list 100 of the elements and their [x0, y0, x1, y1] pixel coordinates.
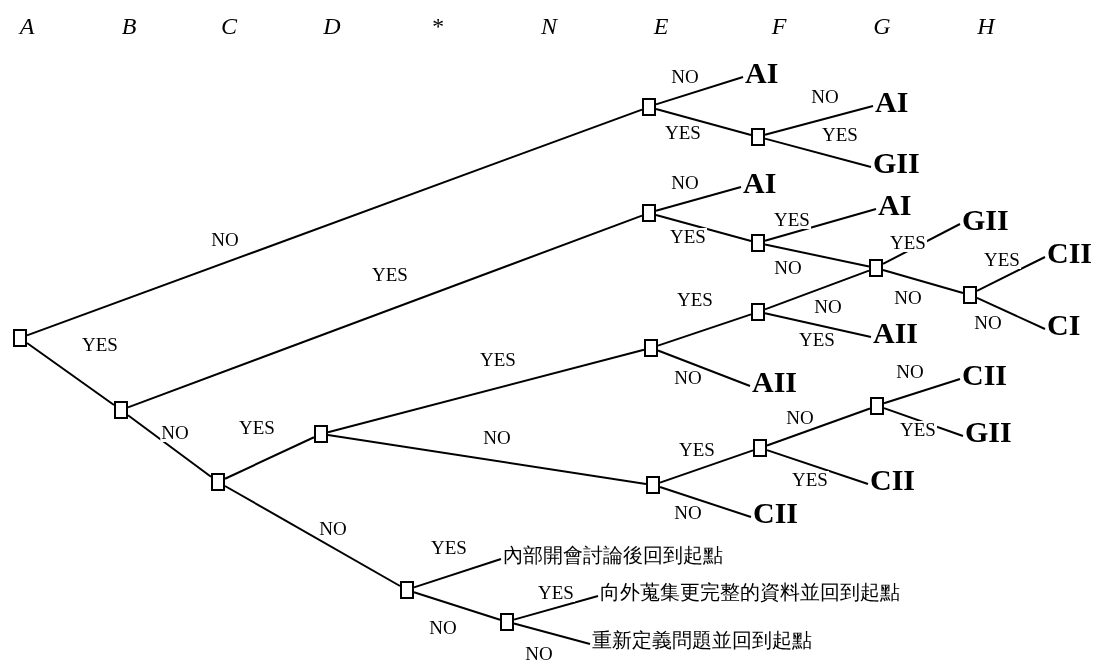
branch-line — [26, 108, 643, 337]
edge-label: YES — [821, 126, 859, 144]
column-letter: N — [541, 14, 557, 38]
edge-label: YES — [430, 539, 468, 557]
edge-label: YES — [479, 351, 517, 369]
outcome-label: CII — [870, 467, 915, 493]
branch-line — [766, 407, 871, 447]
branch-line — [766, 449, 869, 485]
column-letter: H — [977, 14, 995, 38]
edge-label: YES — [899, 421, 937, 439]
outcome-label: AII — [752, 369, 797, 395]
outcome-label: AI — [745, 60, 779, 86]
edge-label: NO — [318, 520, 348, 538]
decision-box — [314, 425, 328, 443]
column-letter: C — [221, 14, 237, 38]
action-text: 重新定義問題並回到起點 — [592, 629, 812, 651]
branch-line — [659, 486, 752, 518]
decision-box — [642, 98, 656, 116]
decision-box — [963, 286, 977, 304]
column-letter: A — [19, 14, 35, 38]
edge-label: NO — [810, 88, 840, 106]
edge-label: YES — [669, 228, 707, 246]
branch-line — [764, 243, 870, 268]
edge-label: NO — [210, 231, 240, 249]
branch-line — [883, 378, 961, 405]
edge-label: YES — [664, 124, 702, 142]
decision-box — [114, 401, 128, 419]
branch-line — [764, 105, 874, 136]
action-text: 向外蒐集更完整的資料並回到起點 — [600, 581, 900, 603]
outcome-label: AI — [878, 192, 912, 218]
edge-label: NO — [670, 68, 700, 86]
edge-label: NO — [673, 504, 703, 522]
branch-line — [976, 296, 1046, 330]
outcome-label: CII — [962, 362, 1007, 388]
edge-label: NO — [973, 314, 1003, 332]
decision-box — [400, 581, 414, 599]
outcome-label: AI — [743, 170, 777, 196]
edge-label: NO — [813, 298, 843, 316]
action-text: 內部開會討論後回到起點 — [503, 544, 723, 566]
branch-line — [413, 558, 502, 589]
decision-box — [644, 339, 658, 357]
decision-box — [751, 303, 765, 321]
decision-box — [642, 204, 656, 222]
edge-label: NO — [482, 429, 512, 447]
decision-box — [753, 439, 767, 457]
branch-line — [127, 214, 643, 409]
decision-box — [751, 234, 765, 252]
edge-label: YES — [678, 441, 716, 459]
decision-box — [13, 329, 27, 347]
edge-label: YES — [371, 266, 409, 284]
edge-label: YES — [798, 331, 836, 349]
decision-box — [500, 613, 514, 631]
decision-box — [751, 128, 765, 146]
outcome-label: CII — [753, 500, 798, 526]
branch-line — [659, 449, 754, 484]
column-letter: E — [653, 14, 669, 38]
edge-label: YES — [791, 471, 829, 489]
column-letter: * — [431, 14, 443, 38]
branch-line — [882, 269, 964, 294]
outcome-label: AI — [875, 89, 909, 115]
edge-label: YES — [81, 336, 119, 354]
branch-line — [327, 348, 645, 434]
outcome-label: GII — [965, 419, 1012, 445]
edge-label: NO — [895, 363, 925, 381]
edge-label: NO — [670, 174, 700, 192]
outcome-label: AII — [873, 320, 918, 346]
branch-line — [26, 342, 115, 406]
branch-line — [513, 622, 591, 645]
edge-label: NO — [893, 289, 923, 307]
edge-label: YES — [238, 419, 276, 437]
branch-line — [764, 269, 870, 311]
edge-label: NO — [773, 259, 803, 277]
branch-line — [513, 595, 599, 621]
edge-label: YES — [676, 291, 714, 309]
outcome-label: CII — [1047, 240, 1092, 266]
branch-line — [657, 313, 752, 347]
outcome-label: CI — [1047, 312, 1081, 338]
column-letter: B — [121, 14, 137, 38]
decision-box — [870, 397, 884, 415]
edge-label: NO — [428, 619, 458, 637]
branch-line — [224, 436, 315, 480]
column-letter: D — [323, 14, 341, 38]
outcome-label: GII — [873, 150, 920, 176]
branch-line — [127, 414, 212, 478]
branch-line — [655, 213, 752, 243]
branch-line — [976, 256, 1046, 292]
branch-line — [655, 186, 742, 212]
edge-label: YES — [537, 584, 575, 602]
branch-line — [655, 107, 752, 137]
branch-line — [224, 485, 401, 587]
branch-line — [657, 349, 751, 387]
edge-label: NO — [524, 645, 554, 663]
branch-line — [327, 434, 647, 485]
column-letter: G — [873, 14, 891, 38]
edge-label: YES — [773, 211, 811, 229]
edge-label: YES — [983, 251, 1021, 269]
edge-label: YES — [889, 234, 927, 252]
column-letter: F — [771, 14, 787, 38]
branch-line — [764, 208, 877, 242]
branch-line — [655, 76, 744, 106]
